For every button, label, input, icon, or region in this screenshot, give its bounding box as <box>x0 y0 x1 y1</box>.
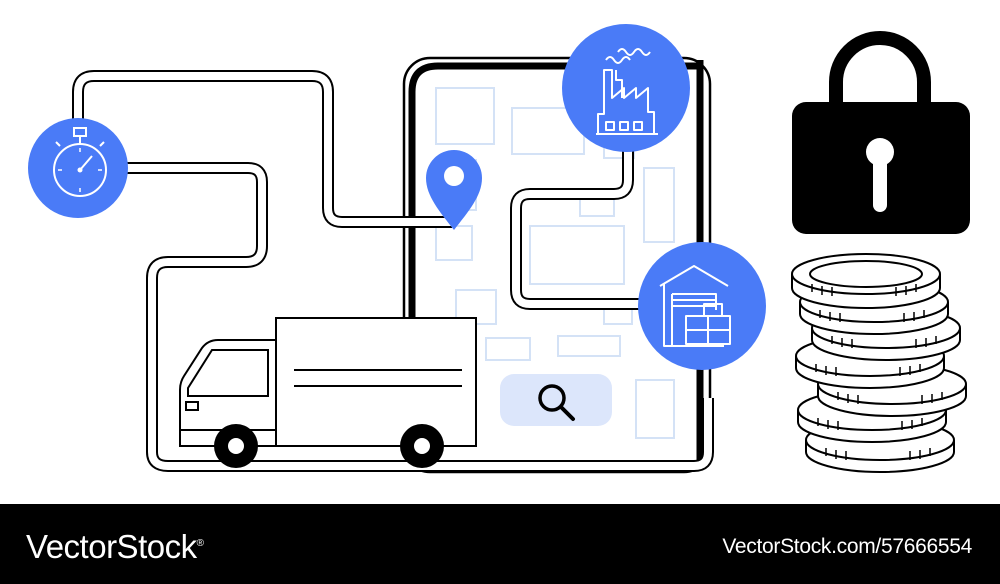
routes <box>72 70 714 472</box>
coin-stack-icon <box>791 253 967 473</box>
warehouse-icon <box>638 242 766 370</box>
coin <box>791 253 941 309</box>
logistics-illustration <box>28 24 970 474</box>
watermark-footer: VectorStock® VectorStock.com/57666554 <box>0 504 1000 584</box>
padlock-icon <box>792 31 970 234</box>
registered-mark: ® <box>196 538 204 549</box>
factory-icon <box>562 24 690 152</box>
delivery-truck-icon <box>179 317 477 468</box>
search-icon <box>538 384 575 421</box>
illustration <box>28 24 970 474</box>
brand-name: VectorStock <box>26 528 197 565</box>
stopwatch-icon <box>28 118 128 218</box>
location-pin-icon <box>426 150 482 230</box>
search-box <box>500 374 612 426</box>
brand-logo[interactable]: VectorStock® <box>26 528 204 566</box>
stock-id-link[interactable]: VectorStock.com/57666554 <box>722 535 972 558</box>
